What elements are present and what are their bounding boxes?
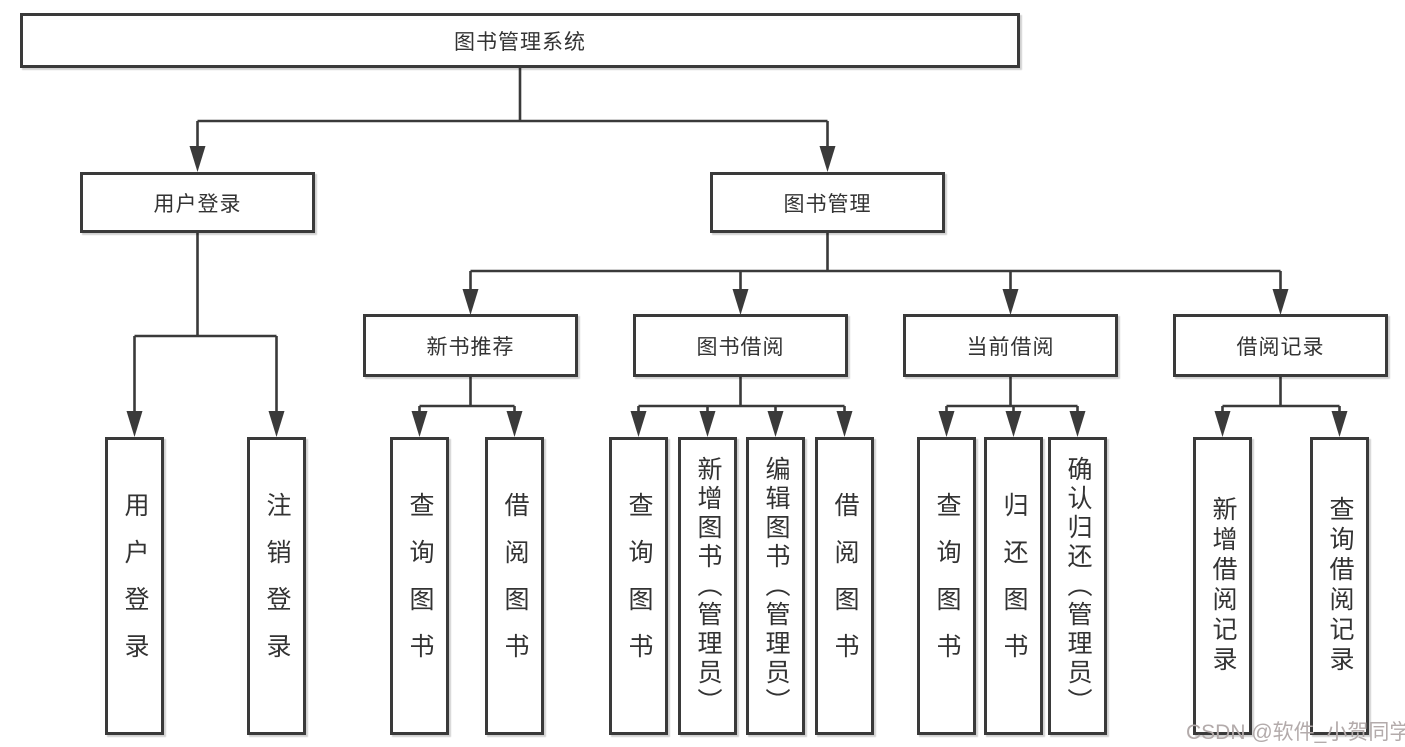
node-library-system: 图书管理系统 — [20, 13, 1020, 68]
node-label: 查询借阅记录 — [1326, 496, 1354, 676]
node-label: 归还图书 — [1000, 492, 1028, 680]
leaf-query-books-borrow: 查询图书 — [609, 437, 668, 735]
node-label: 借阅图书 — [501, 492, 529, 680]
node-book-borrowing: 图书借阅 — [633, 314, 848, 377]
node-label: 编辑图书（管理员） — [762, 455, 790, 717]
node-label: 图书管理系统 — [454, 30, 586, 54]
leaf-add-book-admin: 新增图书（管理员） — [678, 437, 737, 735]
node-label: 新增图书（管理员） — [694, 455, 722, 717]
leaf-edit-book-admin: 编辑图书（管理员） — [746, 437, 805, 735]
node-label: 查询图书 — [406, 492, 434, 680]
node-label: 借阅记录 — [1236, 335, 1325, 359]
node-current-borrowing: 当前借阅 — [903, 314, 1118, 377]
leaf-query-books-current: 查询图书 — [917, 437, 976, 735]
node-label: 新书推荐 — [426, 335, 515, 359]
node-label: 确认归还（管理员） — [1064, 455, 1092, 717]
leaf-query-borrow-record: 查询借阅记录 — [1310, 437, 1369, 735]
node-label: 注销登录 — [263, 492, 291, 680]
node-label: 借阅图书 — [831, 492, 859, 680]
node-label: 查询图书 — [933, 492, 961, 680]
leaf-logout: 注销登录 — [247, 437, 306, 735]
node-borrowing-records: 借阅记录 — [1173, 314, 1388, 377]
node-new-book-recommendation: 新书推荐 — [363, 314, 578, 377]
arrowheads — [126, 146, 1348, 437]
node-label: 用户登录 — [153, 192, 242, 216]
leaf-borrow-books-recommend: 借阅图书 — [485, 437, 544, 735]
node-label: 新增借阅记录 — [1209, 496, 1237, 676]
leaf-return-book: 归还图书 — [984, 437, 1043, 735]
node-label: 当前借阅 — [966, 335, 1055, 359]
node-label: 图书管理 — [783, 192, 872, 216]
csdn-watermark: CSDN @软件_小贺同学 — [1186, 721, 1405, 744]
node-label: 用户登录 — [121, 492, 149, 680]
node-label: 图书借阅 — [696, 335, 785, 359]
leaf-user-login: 用户登录 — [105, 437, 164, 735]
leaf-borrow-books: 借阅图书 — [815, 437, 874, 735]
node-user-login: 用户登录 — [80, 172, 315, 233]
leaf-add-borrow-record: 新增借阅记录 — [1193, 437, 1252, 735]
leaf-confirm-return-admin: 确认归还（管理员） — [1048, 437, 1107, 735]
node-label: 查询图书 — [625, 492, 653, 680]
node-book-management: 图书管理 — [710, 172, 945, 233]
leaf-query-books-recommend: 查询图书 — [390, 437, 449, 735]
